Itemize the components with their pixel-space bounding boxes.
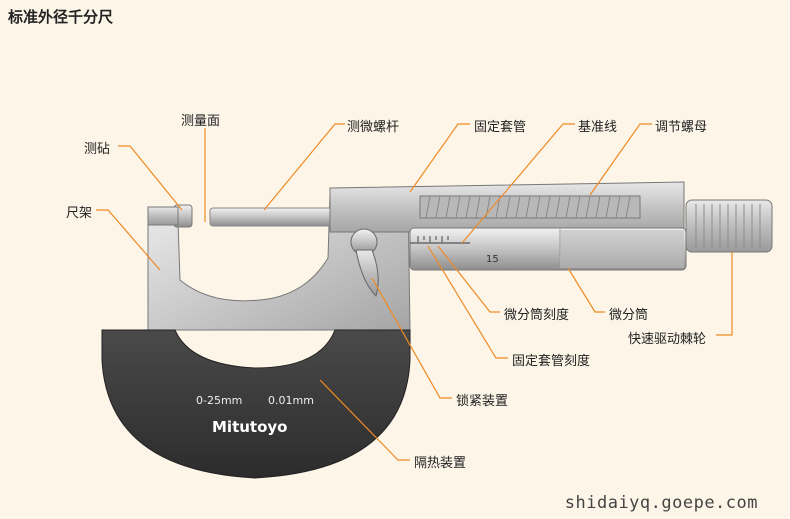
lock-lever (355, 249, 379, 297)
leader-thimble-scale (437, 245, 500, 313)
leader-sleeve (409, 123, 470, 193)
brand-logo: Mitutoyo (212, 418, 287, 436)
leader-frame (96, 209, 161, 271)
page-title: 标准外径千分尺 (8, 8, 114, 26)
range-text: 0-25mm (196, 394, 242, 407)
leader-lock (371, 277, 452, 399)
leader-index-line (461, 123, 575, 244)
label-anvil: 测砧 (84, 142, 111, 157)
leader-ratchet (716, 252, 733, 336)
label-spindle: 测微螺杆 (347, 120, 400, 135)
label-thimble-scale: 微分筒刻度 (504, 308, 570, 323)
ratchet-knob (685, 199, 773, 253)
leader-thimble (567, 267, 605, 313)
label-lock: 锁紧装置 (456, 394, 509, 409)
sleeve-scale-ticks (417, 236, 449, 242)
label-sleeve-scale: 固定套管刻度 (512, 354, 591, 369)
label-index-line: 基准线 (578, 120, 618, 135)
leader-adjusting-nut (589, 123, 652, 196)
label-sleeve: 固定套管 (474, 120, 527, 135)
leader-insulator (319, 379, 410, 461)
leader-lines (96, 123, 733, 461)
ratchet-knurl (695, 204, 761, 248)
thimble-number: 15 (486, 254, 499, 265)
thimble-grip (560, 230, 684, 268)
insulator-plate (101, 329, 411, 479)
spindle (209, 207, 341, 227)
label-ratchet: 快速驱动棘轮 (628, 332, 707, 347)
label-insulator: 隔热装置 (414, 456, 467, 471)
leader-spindle (263, 123, 345, 211)
frame-top (147, 206, 179, 226)
leader-sleeve-scale (427, 245, 508, 359)
label-frame: 尺架 (66, 206, 93, 221)
resolution-text: 0.01mm (268, 394, 314, 407)
thread-lines (425, 195, 631, 219)
label-thimble: 微分筒 (609, 308, 649, 323)
leader-anvil (118, 145, 183, 211)
watermark: shidaiyq.goepe.com (564, 493, 758, 513)
label-measuring-face: 测量面 (181, 114, 221, 129)
label-adjusting-nut: 调节螺母 (655, 120, 708, 135)
